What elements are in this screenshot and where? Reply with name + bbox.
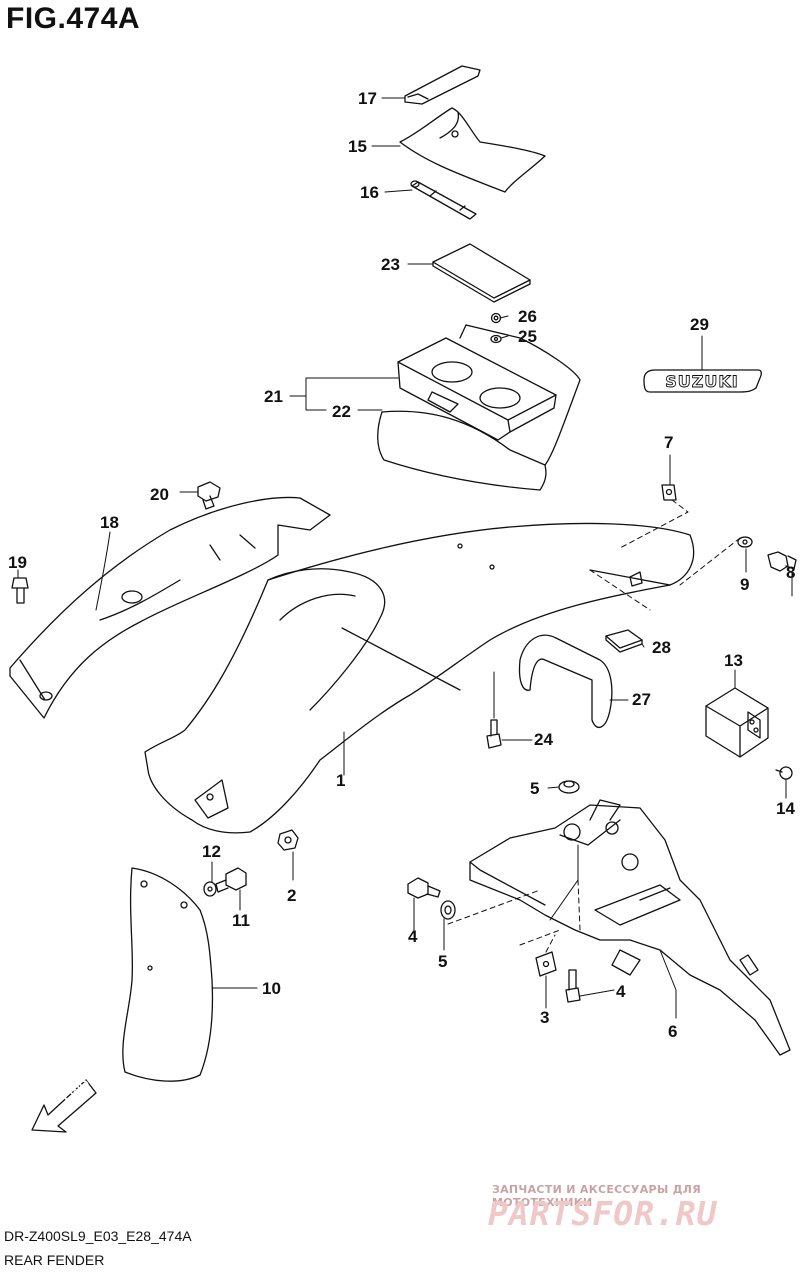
callout-4b[interactable]: 4 [616,982,626,1001]
part-handle-27 [518,634,613,729]
callout-17[interactable]: 17 [358,89,377,108]
callout-3[interactable]: 3 [540,1008,550,1027]
part-tool-pin [410,180,477,220]
part-strap [404,65,481,105]
callout-26[interactable]: 26 [518,307,537,326]
callout-4a[interactable]: 4 [408,927,418,946]
watermark-logo: PARTSFOR.RU [488,1194,718,1233]
emblem-lettering: SUZUKI [665,372,738,391]
callout-9[interactable]: 9 [740,575,750,594]
part-emblem [643,369,762,393]
callout-2[interactable]: 2 [287,886,297,905]
callout-7[interactable]: 7 [664,433,674,452]
callout-23[interactable]: 23 [381,255,400,274]
part-screw-14 [775,766,793,780]
callout-8[interactable]: 8 [786,563,796,582]
callout-29[interactable]: 29 [690,315,709,334]
callout-21[interactable]: 21 [264,387,283,406]
callout-5b[interactable]: 5 [438,952,448,971]
part-screw-2 [277,829,299,851]
watermark-caption: ЗАПЧАСТИ И АКСЕССУАРЫ ДЛЯ МОТОТЕХНИКИ [492,1183,702,1209]
callout-10[interactable]: 10 [262,979,281,998]
part-bolt-8 [767,551,797,572]
part-washer [490,334,502,344]
part-rear-fender [144,522,695,834]
callout-25[interactable]: 25 [518,327,537,346]
callout-27[interactable]: 27 [632,690,651,709]
part-relay-13 [705,687,769,758]
part-nut [490,312,502,324]
fwd-label: FWD [60,1076,92,1107]
part-mud-flap [122,867,214,1082]
part-plate [432,243,531,303]
callout-1[interactable]: 1 [336,771,346,790]
part-bolt-19 [11,577,29,604]
part-bolt-20 [197,481,221,510]
callout-15[interactable]: 15 [348,137,367,156]
part-grommet-5a [558,780,580,794]
part-washer-9 [737,536,753,548]
part-bolt-4b [565,969,581,1003]
part-bolt-24 [486,719,502,749]
callout-28[interactable]: 28 [652,638,671,657]
callout-11[interactable]: 11 [232,911,250,930]
part-bolt-11 [215,867,247,893]
callout-5a[interactable]: 5 [530,779,540,798]
callout-13[interactable]: 13 [724,651,743,670]
part-tool-bag [399,107,546,193]
part-clip-7 [661,484,677,501]
callout-20[interactable]: 20 [150,485,169,504]
part-rear-bracket [469,799,791,1056]
leader-lines [17,97,793,1019]
part-washer-12 [203,881,217,897]
dashed-guide-lines [447,499,741,953]
callout-24[interactable]: 24 [534,730,553,749]
callout-6[interactable]: 6 [668,1022,678,1041]
part-bolt-4a [407,877,441,899]
figure-code: DR-Z400SL9_E03_E28_474A [4,1228,192,1244]
part-side-cover [9,496,331,719]
part-pad-28 [605,629,643,653]
callout-16[interactable]: 16 [360,183,379,202]
figure-name: REAR FENDER [4,1252,105,1268]
callout-14[interactable]: 14 [776,799,795,818]
callout-22[interactable]: 22 [332,402,351,421]
part-tool-case [377,324,581,491]
callout-18[interactable]: 18 [100,513,119,532]
callout-19[interactable]: 19 [8,553,27,572]
callout-12[interactable]: 12 [202,842,221,861]
fwd-arrow-icon [31,1079,97,1133]
part-clip-3 [535,951,557,977]
part-grommet-5b [440,900,456,920]
figure-title: FIG.474A [6,2,141,35]
